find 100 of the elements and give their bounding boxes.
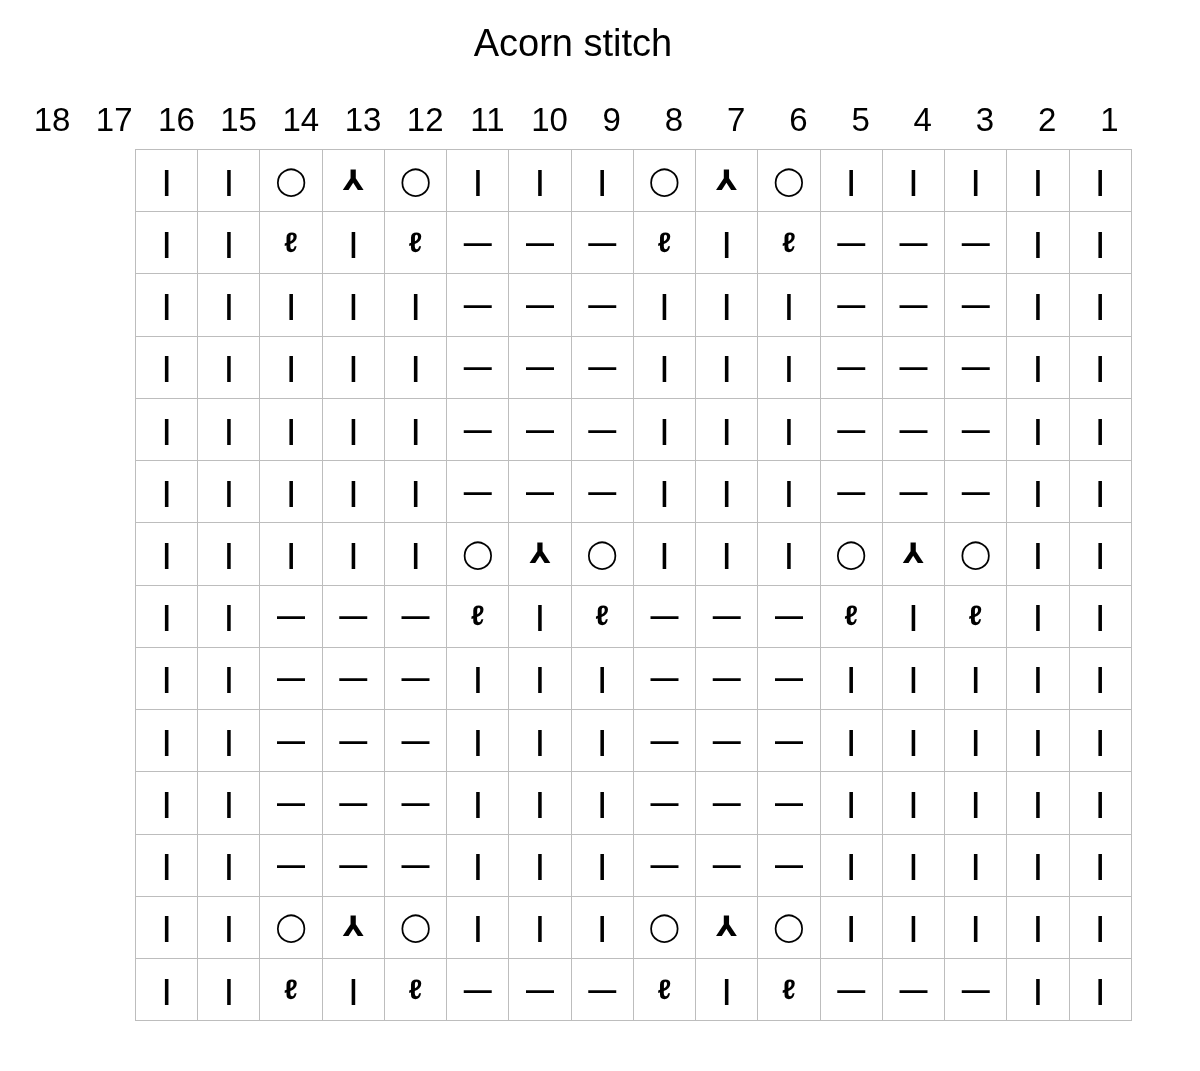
stitch-symbol: |: [909, 602, 918, 631]
stitch-symbol: |: [722, 477, 731, 506]
stitch-symbol: —: [401, 602, 430, 631]
stitch-symbol: —: [775, 664, 803, 693]
stitch-symbol: —: [650, 788, 679, 817]
stitch-symbol: —: [339, 664, 368, 693]
stitch-symbol: |: [785, 539, 793, 568]
stitch-symbol: |: [1034, 353, 1042, 382]
stitch-symbol: |: [971, 166, 980, 195]
stitch-symbol: |: [224, 851, 233, 880]
stitch-symbol: |: [785, 353, 793, 382]
stitch-symbol: |: [411, 291, 420, 320]
stitch-symbol: ◯: [648, 166, 681, 195]
stitch-symbol: —: [588, 415, 617, 444]
stitch-symbol: ⅄: [716, 913, 738, 942]
stitch-symbol: |: [224, 913, 233, 942]
stitch-symbol: —: [837, 975, 866, 1004]
stitch-symbol: —: [277, 664, 306, 693]
stitch-symbol: ℓ: [657, 975, 672, 1004]
stitch-symbol: —: [899, 291, 928, 320]
stitch-symbol: |: [847, 166, 856, 195]
stitch-symbol: |: [1034, 539, 1042, 568]
stitch-symbol: |: [162, 291, 171, 320]
stitch-symbol: —: [961, 353, 990, 382]
stitch-symbol: —: [899, 353, 928, 382]
stitch-symbol: —: [401, 788, 430, 817]
stitch-symbol: |: [224, 166, 233, 195]
stitch-symbol: |: [971, 664, 980, 693]
stitch-symbol: ℓ: [595, 602, 610, 631]
column-number: 7: [727, 103, 746, 136]
column-number: 14: [282, 103, 320, 136]
stitch-symbol: |: [598, 851, 607, 880]
stitch-symbol: —: [775, 788, 803, 817]
column-number: 2: [1038, 103, 1057, 136]
stitch-symbol: |: [162, 477, 171, 506]
stitch-symbol: —: [463, 228, 492, 257]
stitch-symbol: |: [1034, 291, 1042, 320]
stitch-symbol: |: [411, 353, 420, 382]
stitch-symbol: —: [401, 851, 430, 880]
stitch-symbol: ℓ: [968, 602, 983, 631]
stitch-symbol: |: [909, 726, 918, 755]
stitch-symbol: —: [526, 291, 555, 320]
stitch-symbol: —: [277, 602, 306, 631]
stitch-symbol: |: [847, 788, 856, 817]
stitch-symbol: |: [224, 975, 233, 1004]
stitch-symbol: |: [162, 415, 171, 444]
stitch-symbol: ◯: [835, 539, 867, 568]
column-number: 1: [1100, 103, 1119, 136]
stitch-symbol: —: [277, 726, 306, 755]
stitch-symbol: |: [287, 539, 295, 568]
stitch-symbol: |: [224, 602, 233, 631]
column-number: 18: [33, 103, 71, 136]
stitch-symbol: |: [785, 291, 793, 320]
stitch-symbol: |: [1096, 602, 1105, 631]
stitch-symbol: |: [971, 788, 980, 817]
stitch-symbol: |: [1096, 851, 1105, 880]
stitch-symbol: ◯: [462, 539, 494, 568]
stitch-symbol: —: [899, 477, 928, 506]
stitch-symbol: |: [660, 353, 669, 382]
stitch-symbol: |: [162, 353, 171, 382]
stitch-symbol: |: [909, 788, 918, 817]
stitch-symbol: |: [287, 477, 295, 506]
stitch-symbol: |: [349, 975, 358, 1004]
stitch-symbol: |: [1096, 539, 1105, 568]
column-number: 6: [789, 103, 808, 136]
stitch-symbol: |: [847, 913, 856, 942]
stitch-symbol: |: [1034, 913, 1042, 942]
stitch-symbol: —: [463, 975, 492, 1004]
stitch-symbol: |: [287, 353, 295, 382]
stitch-symbol: |: [349, 228, 358, 257]
stitch-symbol: |: [162, 664, 171, 693]
stitch-symbol: —: [712, 788, 741, 817]
stitch-symbol: |: [287, 415, 295, 444]
stitch-symbol: |: [847, 664, 856, 693]
stitch-symbol: —: [588, 291, 617, 320]
stitch-symbol: —: [837, 228, 866, 257]
stitch-symbol: |: [162, 726, 171, 755]
stitch-symbol: |: [1096, 291, 1105, 320]
stitch-symbol: |: [473, 913, 482, 942]
column-number: 4: [913, 103, 932, 136]
stitch-symbol: —: [526, 415, 555, 444]
stitch-symbol: |: [660, 291, 669, 320]
stitch-symbol: |: [536, 788, 544, 817]
stitch-symbol: —: [899, 975, 928, 1004]
stitch-symbol: |: [598, 726, 607, 755]
stitch-symbol: —: [339, 851, 368, 880]
stitch-symbol: |: [349, 477, 358, 506]
stitch-symbol: —: [712, 602, 741, 631]
stitch-symbol: —: [526, 975, 555, 1004]
stitch-symbol: ◯: [399, 166, 432, 195]
stitch-symbol: |: [411, 415, 420, 444]
stitch-symbol: |: [536, 166, 544, 195]
stitch-symbol: —: [526, 477, 555, 506]
stitch-symbol: |: [722, 539, 731, 568]
stitch-symbol: ◯: [648, 913, 681, 942]
stitch-symbol: —: [339, 602, 368, 631]
column-number: 8: [664, 103, 684, 136]
stitch-symbol: ⅄: [716, 166, 738, 195]
stitch-symbol: —: [650, 602, 679, 631]
column-number: 11: [470, 103, 505, 136]
